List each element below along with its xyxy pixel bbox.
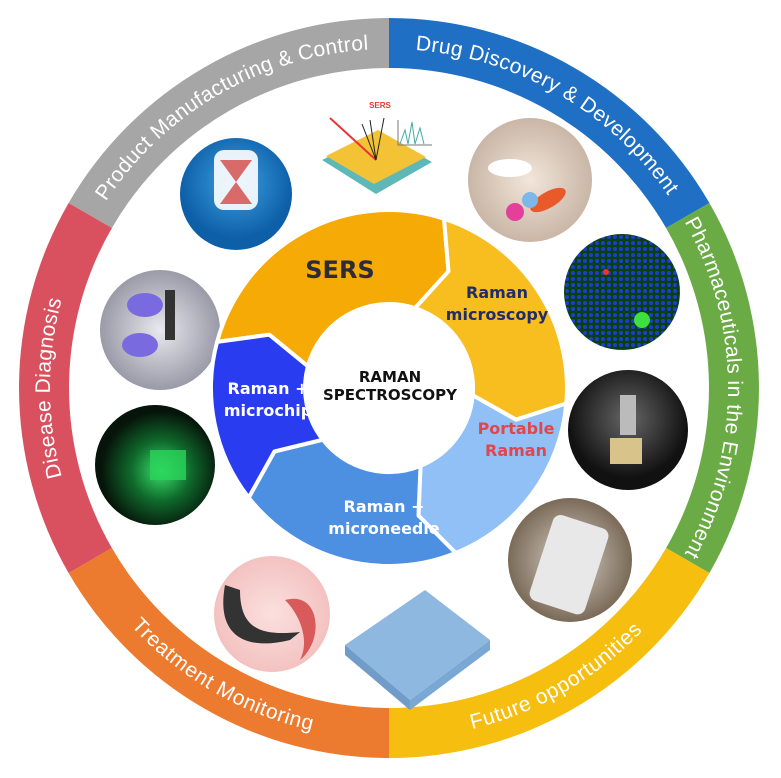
technique-wheel xyxy=(209,207,569,568)
microneedle-patch-image xyxy=(345,590,490,710)
pills-image xyxy=(468,118,592,242)
wheel-label-raman-microscopy-2: microscopy xyxy=(446,305,549,324)
center-circle xyxy=(306,304,474,472)
ring-segment-disease-diagnosis xyxy=(19,203,112,573)
ring-segment-pharmaceuticals-environment xyxy=(666,203,759,573)
wheel-label-portable-raman-2: Raman xyxy=(485,441,547,460)
application-ring xyxy=(19,18,759,758)
ring-segment-drug-discovery xyxy=(389,18,710,228)
fluorescence-map-image xyxy=(564,234,680,350)
wheel-label-raman-microneedle-2: microneedle xyxy=(328,519,440,538)
center-title-line2: SPECTROSCOPY xyxy=(323,386,458,404)
sers-substrate-image: SERS xyxy=(322,101,432,194)
sers-image-label: SERS xyxy=(369,101,391,110)
catheter-image xyxy=(214,556,330,672)
wheel-label-raman-microchip-2: microchip xyxy=(224,401,312,420)
wheel-label-raman-microchip-1: Raman + xyxy=(228,379,309,398)
ring-segment-future-opportunities xyxy=(389,548,710,758)
wheel-label-raman-microneedle-1: Raman + xyxy=(344,497,425,516)
lab-instrument-image xyxy=(100,270,220,390)
wheel-segment-raman-microchip xyxy=(209,332,325,500)
wheel-label-sers: SERS xyxy=(305,256,374,284)
ring-segment-treatment-monitoring xyxy=(68,548,389,758)
ring-segment-product-manufacturing xyxy=(68,18,389,228)
wheel-label-raman-microscopy-1: Raman xyxy=(466,283,528,302)
wheel-label-portable-raman-1: Portable xyxy=(478,419,555,438)
wheel-segment-sers xyxy=(215,207,451,369)
center-title-line1: RAMAN xyxy=(359,368,421,386)
